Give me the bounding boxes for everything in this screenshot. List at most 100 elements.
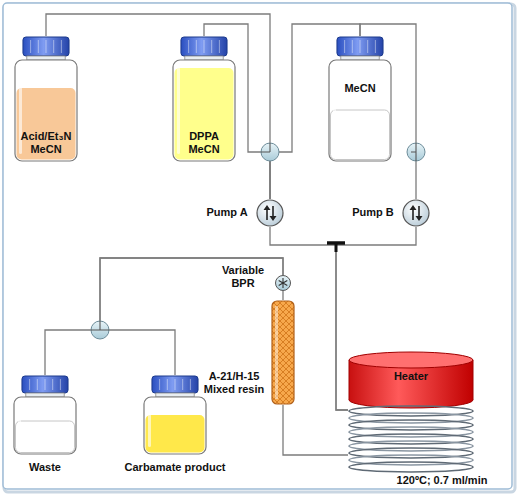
- bottle-body: [329, 60, 391, 161]
- cap-ridge: [29, 379, 30, 390]
- valve-body: [91, 321, 109, 339]
- cap-ridge: [182, 379, 183, 390]
- cap-ridge: [52, 379, 53, 390]
- cap-ridge: [211, 40, 212, 53]
- heater-top: [349, 352, 473, 368]
- bottle-body: [144, 397, 206, 454]
- solvent-bottle: MeCN: [328, 36, 392, 162]
- node-label: Waste: [10, 461, 80, 474]
- valve-port: [261, 143, 270, 152]
- bottle-outline: [328, 36, 392, 162]
- cap-ridge: [188, 40, 189, 53]
- cap-ridge: [175, 379, 176, 390]
- cap-ridge: [375, 40, 376, 53]
- bottle-cap: [22, 376, 68, 393]
- bottle-liquid: [16, 421, 75, 453]
- node-label: MeCN: [332, 82, 388, 95]
- node-label: Carbamate product: [118, 461, 232, 474]
- cap-ridge: [46, 40, 47, 53]
- pump-arrowhead: [264, 205, 277, 221]
- cap-ridge: [37, 379, 38, 390]
- bottle-neck: [156, 393, 194, 397]
- resin-column: A-21/H-15 Mixed resin: [200, 300, 296, 405]
- pump-body: [257, 200, 283, 226]
- tee-junction: [327, 243, 345, 252]
- valve-symbol: [261, 143, 279, 161]
- cap-ridge: [190, 379, 191, 390]
- bottle-gloss: [18, 401, 21, 447]
- pump-outline: [256, 199, 284, 227]
- frame-shadow: [4, 4, 515, 492]
- node-label: A-21/H-15 Mixed resin: [200, 370, 268, 396]
- valve-port: [91, 321, 109, 330]
- tee-stem: [335, 243, 338, 252]
- node-label: Pump B: [346, 206, 400, 219]
- bottle-cap: [152, 376, 198, 393]
- collection-bottle: Waste: [10, 375, 80, 477]
- cap-ridge: [61, 40, 62, 53]
- tubing-line: [282, 291, 283, 300]
- node-label: Variable BPR: [214, 264, 272, 290]
- tubing-line: [100, 258, 283, 375]
- valve-symbol: [91, 321, 109, 339]
- bottle-body: [173, 60, 235, 161]
- pump-outline: [402, 199, 430, 227]
- bottle-gloss: [177, 64, 180, 154]
- column-outline: [271, 300, 295, 405]
- cap-ridge: [360, 40, 361, 53]
- bpr-body: [276, 276, 291, 291]
- bpr-mark: [279, 278, 288, 288]
- bottle-cap: [23, 37, 69, 56]
- reagent-bottle: DPPA MeCN: [172, 36, 236, 162]
- pump-arrowhead: [410, 205, 423, 221]
- bottle-outline: [13, 375, 77, 455]
- resin-bed: [272, 301, 294, 404]
- tubing-line: [45, 258, 283, 375]
- node-label: Heater: [348, 370, 474, 383]
- bottle-liquid: [331, 110, 390, 160]
- bottle-liquid: [175, 68, 234, 160]
- tubing-line: [46, 14, 270, 199]
- cap-ridge: [30, 40, 31, 53]
- node-label: Acid/Et₃N MeCN: [18, 130, 74, 156]
- bottle-gloss: [148, 401, 151, 447]
- valve-body: [407, 143, 425, 161]
- heater-outline: [348, 350, 474, 472]
- back-pressure-regulator: Variable BPR: [214, 262, 292, 292]
- bottle-outline: [143, 375, 207, 455]
- bottle-cap: [181, 37, 227, 56]
- reagent-bottle: Acid/Et₃N MeCN: [14, 36, 78, 162]
- bottle-body: [15, 60, 77, 161]
- reactor-coil: [349, 462, 473, 472]
- tubing-line: [283, 405, 348, 455]
- valve-symbol: [407, 143, 425, 161]
- cap-ridge: [60, 379, 61, 390]
- cap-ridge: [344, 40, 345, 53]
- pump: Pump A: [200, 199, 284, 227]
- cap-ridge: [367, 40, 368, 53]
- bpr-outline: [275, 275, 291, 291]
- bottle-liquid: [17, 88, 76, 160]
- bottle-cap: [337, 37, 383, 56]
- bottle-liquid: [146, 415, 205, 453]
- pump-body: [403, 200, 429, 226]
- cap-ridge: [159, 379, 160, 390]
- bottle-neck: [26, 393, 64, 397]
- cap-ridge: [204, 40, 205, 53]
- cap-ridge: [352, 40, 353, 53]
- pump: Pump B: [346, 199, 430, 227]
- cap-ridge: [38, 40, 39, 53]
- cap-ridge: [219, 40, 220, 53]
- cap-ridge: [167, 379, 168, 390]
- valve-port: [411, 143, 416, 161]
- node-label: DPPA MeCN: [176, 130, 232, 156]
- heater-coil: Heater 120ºC; 0.7 ml/min: [346, 348, 514, 490]
- node-label: Pump A: [200, 206, 254, 219]
- column-gloss: [275, 306, 278, 399]
- cap-ridge: [45, 379, 46, 390]
- node-note: 120ºC; 0.7 ml/min: [376, 474, 508, 487]
- bottle-body: [14, 397, 76, 454]
- bottle-gloss: [333, 64, 336, 154]
- frame: [3, 3, 512, 489]
